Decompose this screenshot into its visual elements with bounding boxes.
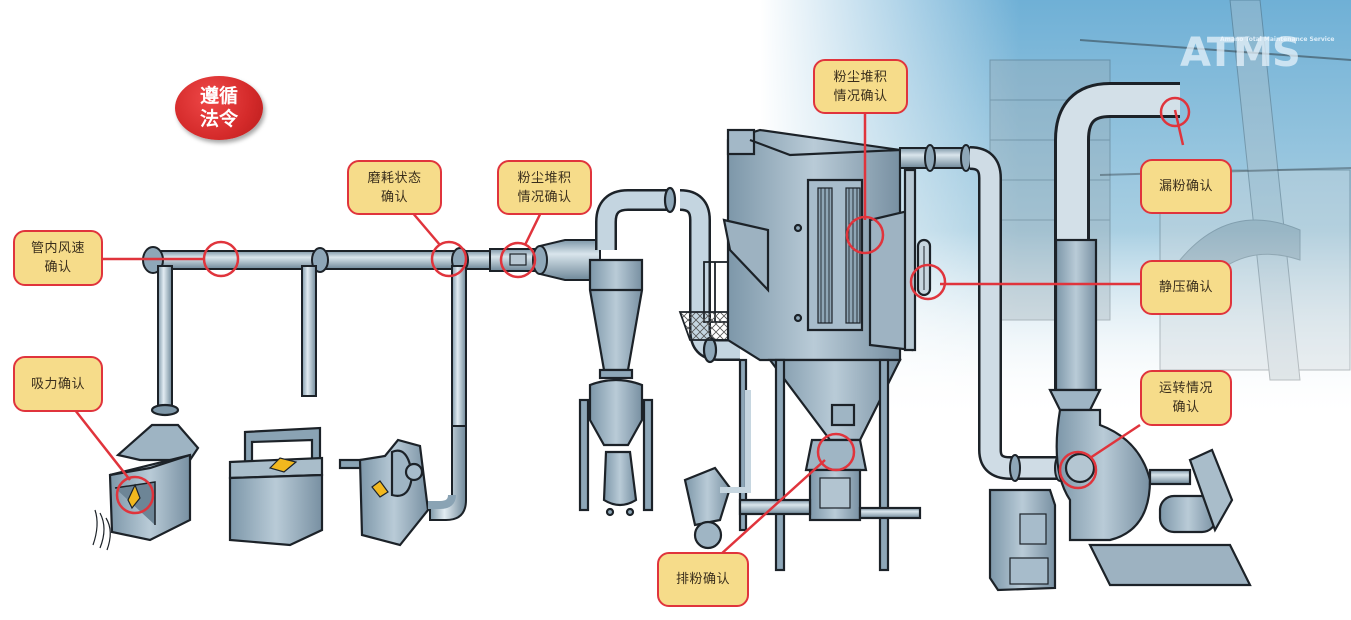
conveyor-blower [683,390,751,550]
marker-duct-airspeed [202,240,240,278]
suction-hood [92,403,200,551]
exhaust-stack [1048,82,1180,412]
rotary-valve [738,438,922,522]
marker-dust-filter [845,215,885,255]
callout-wear: 磨耗状态 确认 [347,160,442,215]
callout-static-pressure: 静压确认 [1140,260,1232,315]
marker-operation [1058,450,1098,490]
marker-dust-duct [499,241,537,279]
atms-logo: ATMS [1180,30,1301,76]
callout-discharge: 排粉确认 [657,552,749,607]
marker-discharge [816,432,856,472]
marker-wear [430,240,468,278]
marker-static-pressure [909,263,947,301]
grinding-station-box [228,426,324,547]
drop-pipes [157,265,467,521]
compliance-badge: 遵循 法令 [175,76,263,140]
atms-logo-subtitle: Amano Total Maintenance Service [1220,36,1335,43]
blower-fan [1055,408,1252,587]
callout-duct-airspeed: 管内风速 确认 [13,230,103,286]
outlet-duct [899,144,1070,482]
callout-suction: 吸力确认 [13,356,103,412]
callout-leak: 漏粉确认 [1140,159,1232,214]
marker-leak [1159,96,1191,128]
marker-suction [115,475,155,515]
leader-lines [74,109,1185,556]
control-panel [988,488,1057,592]
callout-dust-filter: 粉尘堆积 情况确认 [813,59,908,114]
grinder-machine [338,438,456,547]
inspection-markers [115,96,1191,515]
callout-operation: 运转情况 确认 [1140,370,1232,426]
callout-dust-duct: 粉尘堆积 情况确认 [497,160,592,215]
cyclone-separator [578,186,740,517]
